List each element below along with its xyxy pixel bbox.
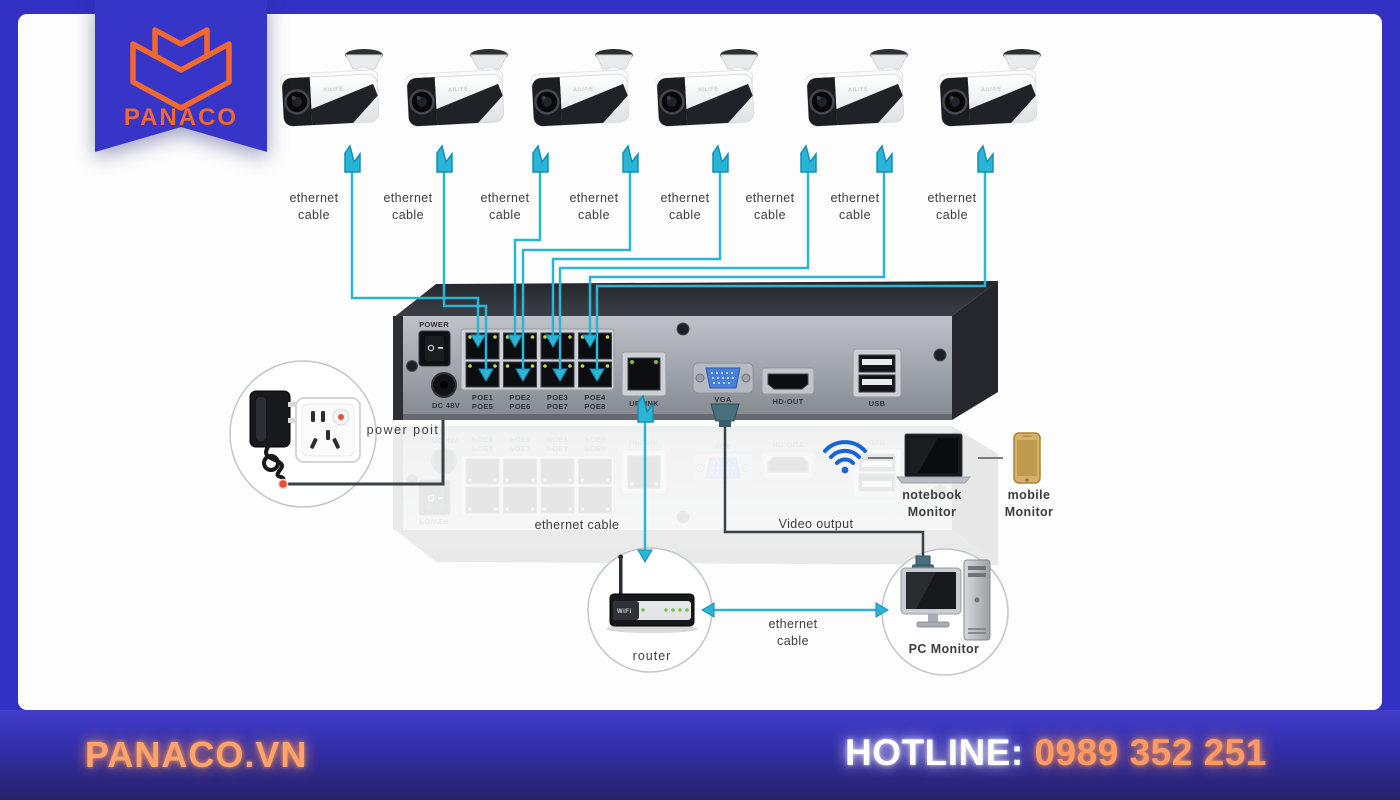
mobile-icon — [1013, 432, 1041, 484]
notebook-icon — [895, 433, 972, 484]
router-icon: WiFi — [606, 554, 698, 633]
open-book-icon — [130, 27, 232, 111]
ethernet-cable-label-4: ethernet cable — [569, 191, 619, 222]
logo-banner: PANACO — [95, 0, 267, 168]
ethernet-cable-label-2: ethernet cable — [383, 191, 433, 222]
cable-arrowheads — [470, 334, 889, 618]
logo-pennant — [95, 0, 267, 152]
power-connector-dot — [277, 478, 289, 490]
footer-bar: PANACO.VN HOTLINE: 0989 352 251 — [0, 710, 1400, 800]
wifi-icon — [823, 440, 867, 474]
video-output-cable — [723, 424, 925, 556]
ethernet-cable-label-6: ethernet cable — [745, 191, 795, 222]
ethernet-cable-label-1: ethernet cable — [289, 191, 339, 222]
notebook-monitor-label: notebook Monitor — [902, 488, 962, 519]
pc-monitor-label: PC Monitor — [908, 642, 980, 656]
hotline-number: 0989 352 251 — [1034, 732, 1267, 773]
camera-row — [279, 47, 1043, 128]
router-label: router — [632, 649, 672, 663]
ethernet-cable-label-7: ethernet cable — [830, 191, 880, 222]
vga-plug-nvr — [710, 403, 740, 427]
footer-hotline: HOTLINE: 0989 352 251 — [845, 732, 1267, 774]
router-device-label: WiFi — [617, 609, 632, 615]
ethernet-cable-label-8: ethernet cable — [927, 191, 977, 222]
power-adapter — [249, 390, 299, 483]
video-output-label: Video output — [778, 517, 854, 531]
lan-cable-label: ethernet cable — [768, 617, 818, 648]
ethernet-cables — [350, 172, 987, 612]
logo-text: PANACO — [123, 104, 239, 131]
hotline-label: HOTLINE: — [845, 732, 1024, 773]
ethernet-cable-label-5: ethernet cable — [660, 191, 710, 222]
pc-monitor-icon — [900, 559, 991, 641]
ethernet-cable-label-3: ethernet cable — [480, 191, 530, 222]
power-point-label: power poit — [366, 423, 440, 437]
power-cable — [283, 398, 445, 486]
mobile-monitor-label: mobile Monitor — [1004, 488, 1054, 519]
footer-website: PANACO.VN — [85, 734, 308, 775]
uplink-cable-label: ethernet cable — [534, 518, 620, 532]
wall-socket — [295, 397, 361, 463]
